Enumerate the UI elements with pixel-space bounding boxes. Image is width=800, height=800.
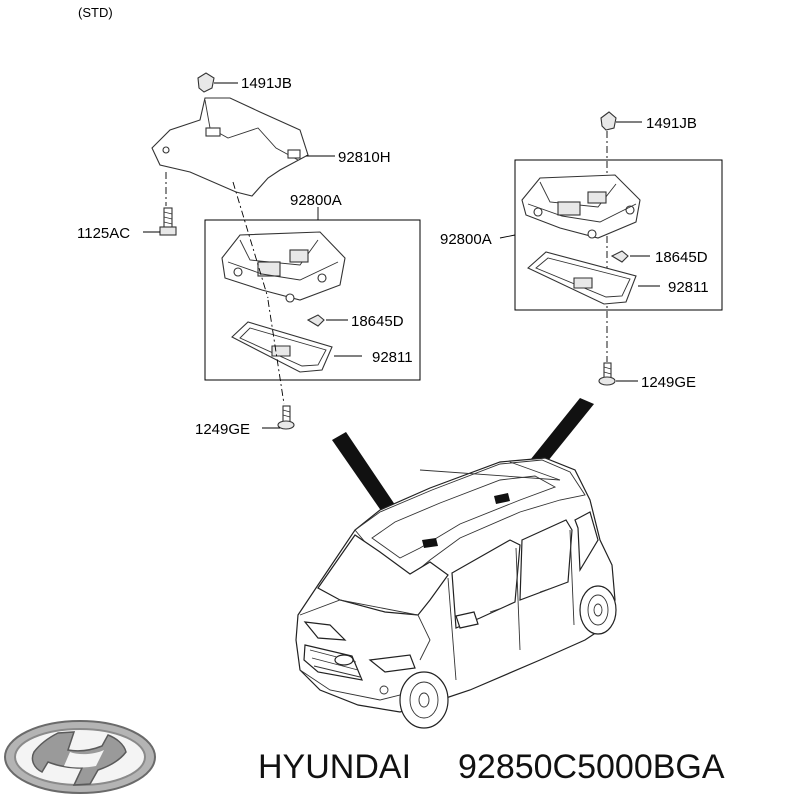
right-clip-label: 1491JB — [646, 115, 697, 132]
left-screw-bottom-part — [277, 405, 295, 430]
left-lamp-assembly-label: 92800A — [290, 192, 342, 209]
rear-wheel — [579, 585, 617, 635]
right-lens-label: 92811 — [668, 279, 709, 296]
right-lamp-assembly-label: 92800A — [440, 231, 492, 248]
left-bracket-label: 92810H — [338, 149, 391, 166]
left-clip-part — [197, 72, 215, 93]
left-bulb-label: 18645D — [351, 313, 404, 330]
left-assembly-box — [204, 219, 421, 381]
vehicle-illustration — [295, 457, 617, 729]
front-wheel — [399, 671, 449, 729]
right-bulb-label: 18645D — [655, 249, 708, 266]
right-screw-bottom-label: 1249GE — [641, 374, 696, 391]
left-screw-top-part — [159, 207, 177, 236]
right-lamp-housing-part — [521, 174, 641, 239]
right-screw-bottom-part — [598, 362, 616, 386]
hyundai-logo-icon — [4, 720, 156, 794]
left-clip-label: 1491JB — [241, 75, 292, 92]
rear-roof-lamp-marker — [494, 493, 510, 504]
variant-label: (STD) — [78, 5, 113, 20]
brand-name: HYUNDAI — [258, 748, 411, 786]
left-lens-label: 92811 — [372, 349, 413, 366]
left-screw-bottom-label: 1249GE — [195, 421, 250, 438]
right-assembly-group: 1491JB 92800A 18645D 92811 — [440, 111, 723, 391]
left-lamp-housing-part — [221, 231, 346, 303]
left-assembly-group: 1491JB 92810H 1125AC 92800A — [77, 72, 421, 438]
left-bracket-part — [151, 97, 309, 197]
left-screw-top-label: 1125AC — [77, 225, 130, 242]
front-roof-lamp-marker — [422, 538, 438, 548]
part-number: 92850C5000BGA — [458, 748, 725, 786]
left-bulb-part — [306, 314, 325, 327]
right-bulb-part — [610, 250, 629, 263]
right-clip-part — [600, 111, 617, 131]
